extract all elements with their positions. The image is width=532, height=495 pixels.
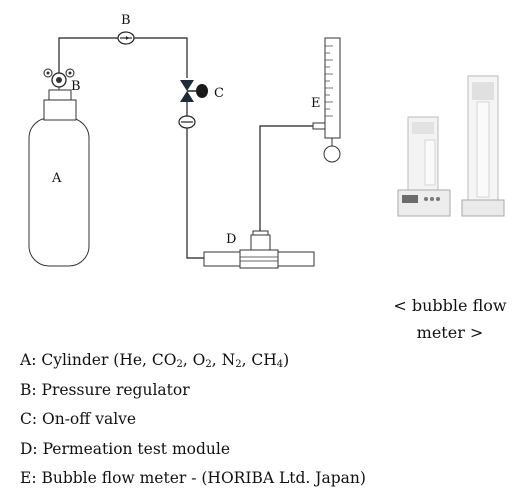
legend-item-a: A: Cylinder (He, CO2, O2, N2, CH4) — [20, 351, 290, 370]
on-off-valve-icon — [180, 80, 208, 102]
label-b-top: B — [121, 13, 131, 28]
label-d: D — [226, 232, 236, 247]
line-regulator-icon — [117, 31, 135, 45]
label-b-cylinder: B — [71, 79, 81, 94]
flow-indicator-icon — [178, 115, 196, 129]
gas-cylinder — [28, 89, 90, 267]
apparatus-diagram: A B B C D E — [28, 13, 505, 269]
label-e: E — [311, 96, 321, 111]
legend-item-e: E: Bubble flow meter - (HORIBA Ltd. Japa… — [20, 469, 366, 487]
legend-item-b: B: Pressure regulator — [20, 380, 190, 399]
legend-item-d: D: Permeation test module — [20, 439, 231, 458]
photo-caption-line-2: meter > — [416, 323, 484, 342]
bubble-flow-meter-photo — [397, 75, 505, 217]
gas-line-to-module — [186, 128, 204, 259]
permeate-line — [259, 125, 313, 231]
label-c: C — [214, 86, 224, 101]
legend-list: A: Cylinder (He, CO2, O2, N2, CH4) B: Pr… — [20, 346, 366, 494]
bubble-flow-meter-drawing — [312, 37, 341, 163]
photo-caption: < bubble flow meter > — [380, 292, 520, 346]
permeation-module — [203, 230, 315, 269]
label-a: A — [51, 171, 62, 186]
legend-item-c: C: On-off valve — [20, 410, 137, 428]
photo-caption-line-1: < bubble flow — [393, 296, 507, 315]
